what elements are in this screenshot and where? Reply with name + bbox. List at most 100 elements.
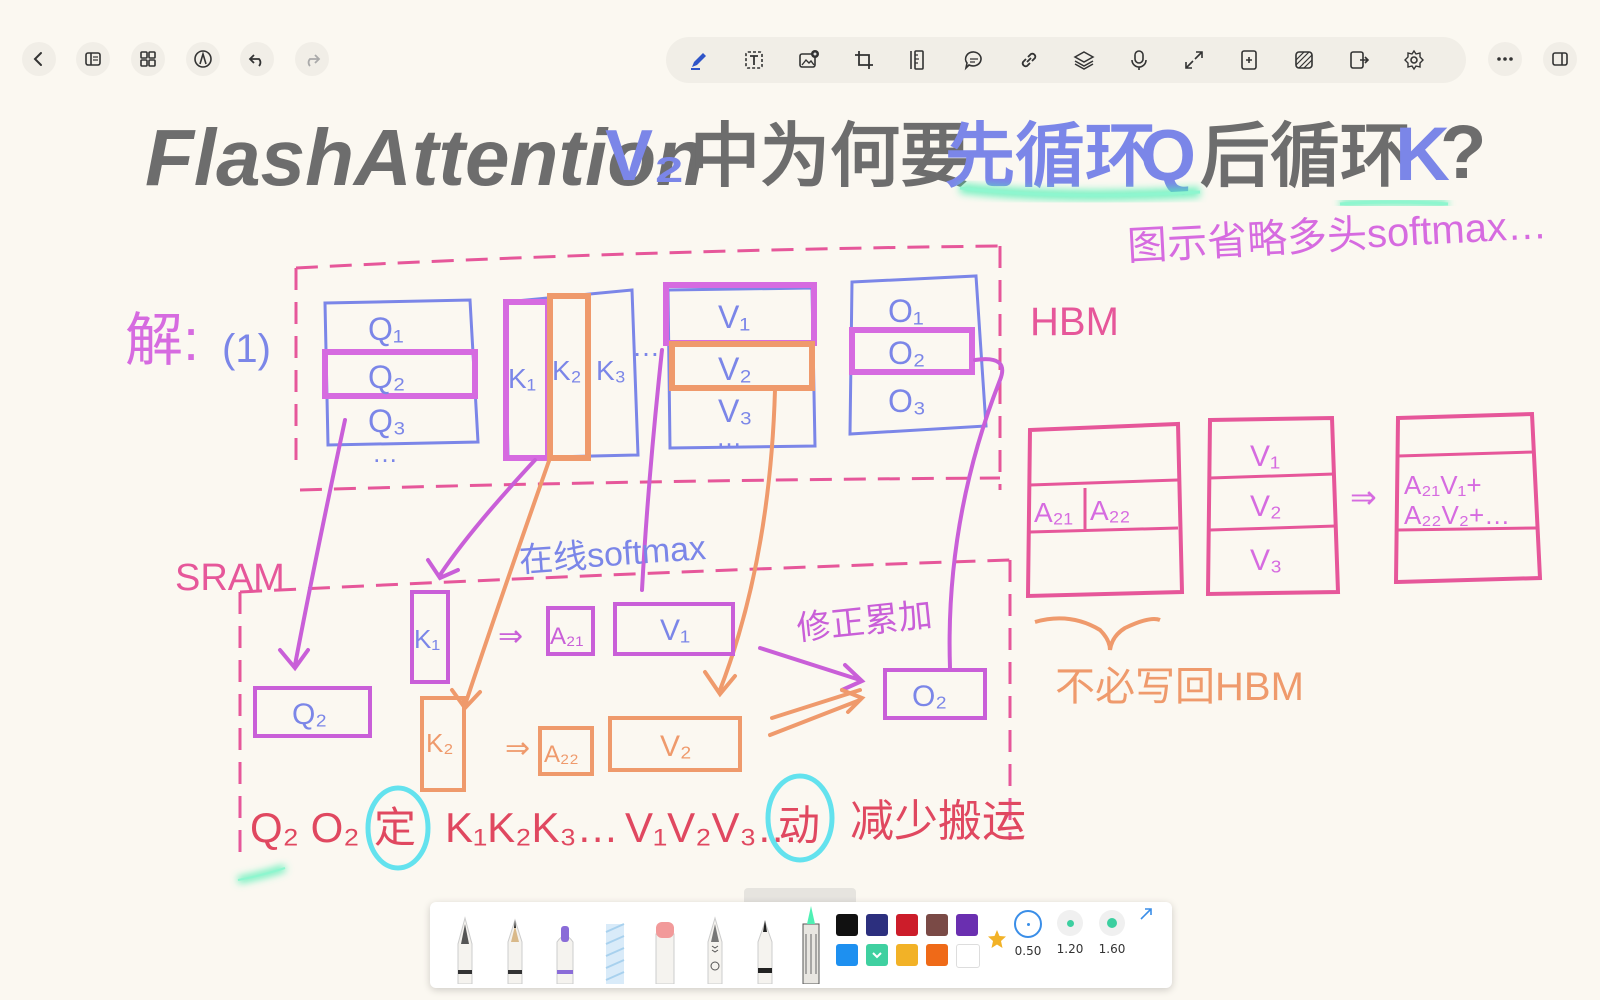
- microphone-icon: [1131, 50, 1147, 70]
- title-cn-1: 中为何要: [690, 117, 970, 195]
- correct-accumulate-label: 修正累加: [795, 596, 934, 648]
- star-icon[interactable]: [986, 928, 1008, 950]
- tool-group: [666, 37, 1466, 83]
- highlighter-icon[interactable]: [602, 912, 628, 984]
- sidebar-icon: [85, 52, 101, 66]
- o-block-2: O₂: [888, 335, 925, 371]
- highlight-stroke: [959, 186, 1201, 197]
- subtitle-note: 图示省略多头softmax…: [1126, 203, 1548, 269]
- sram-content: Q₂ K₁ K₂ ⇒ ⇒ A₂₁ A₂₂ V₁ V₂ O₂ 在线softmax …: [253, 529, 987, 792]
- pen-tool-button[interactable]: [682, 43, 716, 77]
- crop-button[interactable]: [847, 43, 881, 77]
- color-red[interactable]: [896, 914, 918, 936]
- brush-icon[interactable]: [702, 912, 728, 984]
- color-brown[interactable]: [926, 914, 948, 936]
- v-block-1: V₁: [718, 299, 750, 335]
- redo-button[interactable]: [295, 42, 329, 76]
- q-block-3: Q₃: [368, 403, 406, 439]
- k-block-1: K₁: [508, 363, 536, 394]
- title-question-mark: ?: [1440, 110, 1486, 195]
- color-green-selected[interactable]: [866, 944, 888, 966]
- back-icon: [33, 52, 42, 66]
- title-v2: V₂: [605, 116, 685, 196]
- result-arrow: ⇒: [1350, 479, 1377, 515]
- grid-view-button[interactable]: [131, 42, 165, 76]
- fineliner-icon[interactable]: [752, 912, 778, 984]
- q-matrix: Q₁ Q₂ Q₃ …: [322, 298, 480, 468]
- no-writeback-label: 不必写回HBM: [1055, 665, 1304, 709]
- comment-button[interactable]: [957, 43, 991, 77]
- settings-icon: [1404, 49, 1424, 71]
- check-icon: [872, 952, 882, 959]
- k-dots: …: [632, 331, 660, 362]
- voice-record-button[interactable]: [1122, 43, 1156, 77]
- add-page-button[interactable]: [1232, 43, 1266, 77]
- lasso-icon[interactable]: [798, 902, 824, 984]
- color-white[interactable]: [956, 944, 980, 968]
- underline-stroke: [237, 867, 286, 881]
- top-toolbar: [0, 0, 1600, 110]
- online-softmax-label: 在线softmax: [518, 529, 707, 580]
- settings-button[interactable]: [1397, 43, 1431, 77]
- comment-icon: [964, 51, 982, 71]
- image-add-button[interactable]: [792, 43, 826, 77]
- color-navy[interactable]: [866, 914, 888, 936]
- grid-icon: [140, 51, 156, 67]
- sidebar-button[interactable]: [76, 42, 110, 76]
- color-black[interactable]: [836, 914, 858, 936]
- matrix-v2: V₂: [1250, 490, 1282, 523]
- v-block-3: V₃: [718, 393, 752, 429]
- more-button[interactable]: [1488, 42, 1522, 76]
- sram-o2: O₂: [912, 680, 947, 713]
- k-matrix: K₁ K₂ K₃ …: [503, 288, 660, 461]
- color-orange[interactable]: [926, 944, 948, 966]
- expand-arrow-icon[interactable]: [1138, 906, 1154, 922]
- back-button[interactable]: [22, 42, 56, 76]
- sram-k2: K₂: [426, 728, 453, 758]
- sram-a22: A₂₂: [544, 741, 579, 768]
- eraser-icon[interactable]: [652, 912, 678, 984]
- redo-icon: [307, 54, 321, 67]
- o-block-1: O₁: [888, 293, 924, 329]
- fountain-pen-icon[interactable]: [452, 912, 478, 984]
- right-matrices: A₂₁ A₂₂ V₁ V₂ V₃ ⇒ A₂₁V₁+ A₂₂V₂+…: [1025, 411, 1543, 599]
- color-purple[interactable]: [956, 914, 978, 936]
- matrix-v1: V₁: [1250, 440, 1280, 473]
- pen-tool-icon: [691, 53, 706, 70]
- ruler-button[interactable]: [902, 43, 936, 77]
- pencil-icon[interactable]: [502, 912, 528, 984]
- size-option-medium[interactable]: 1.20: [1050, 910, 1090, 956]
- export-button[interactable]: [1342, 43, 1376, 77]
- size-option-small[interactable]: 0.50: [1008, 910, 1048, 958]
- color-yellow[interactable]: [896, 944, 918, 966]
- o-block-3: O₃: [888, 383, 926, 419]
- color-blue[interactable]: [836, 944, 858, 966]
- title-cn-2: 先循环: [945, 117, 1155, 195]
- q-block-1: Q₁: [368, 311, 404, 347]
- texture-button[interactable]: [1287, 43, 1321, 77]
- text-box-button[interactable]: [737, 43, 771, 77]
- sram-q2: Q₂: [292, 698, 327, 731]
- link-icon: [1021, 52, 1037, 68]
- expand-button[interactable]: [1177, 43, 1211, 77]
- panel-button[interactable]: [1543, 42, 1577, 76]
- marker-icon[interactable]: [552, 912, 578, 984]
- brace: [1034, 616, 1161, 651]
- size-option-large[interactable]: 1.60: [1092, 910, 1132, 956]
- bottom-summary: Q₂ O₂ 定 K₁K₂K₃… V₁V₂V₃… 动 减少搬运: [237, 773, 1026, 883]
- size-small-label: 0.50: [1014, 944, 1042, 958]
- link-button[interactable]: [1012, 43, 1046, 77]
- matrix-v3: V₃: [1250, 544, 1282, 577]
- step-label: (1): [222, 327, 271, 371]
- arrows: [278, 348, 1005, 737]
- pen-bar-handle[interactable]: [744, 888, 856, 904]
- pen-mode-button[interactable]: [186, 42, 220, 76]
- sram-region: [238, 558, 1012, 860]
- pen-toolbar: 0.50 1.20 1.60: [430, 902, 1172, 988]
- v-dots: …: [716, 422, 742, 452]
- layers-button[interactable]: [1067, 43, 1101, 77]
- fixed-label: 定: [374, 804, 416, 851]
- hbm-label: HBM: [1030, 300, 1119, 344]
- undo-button[interactable]: [240, 42, 274, 76]
